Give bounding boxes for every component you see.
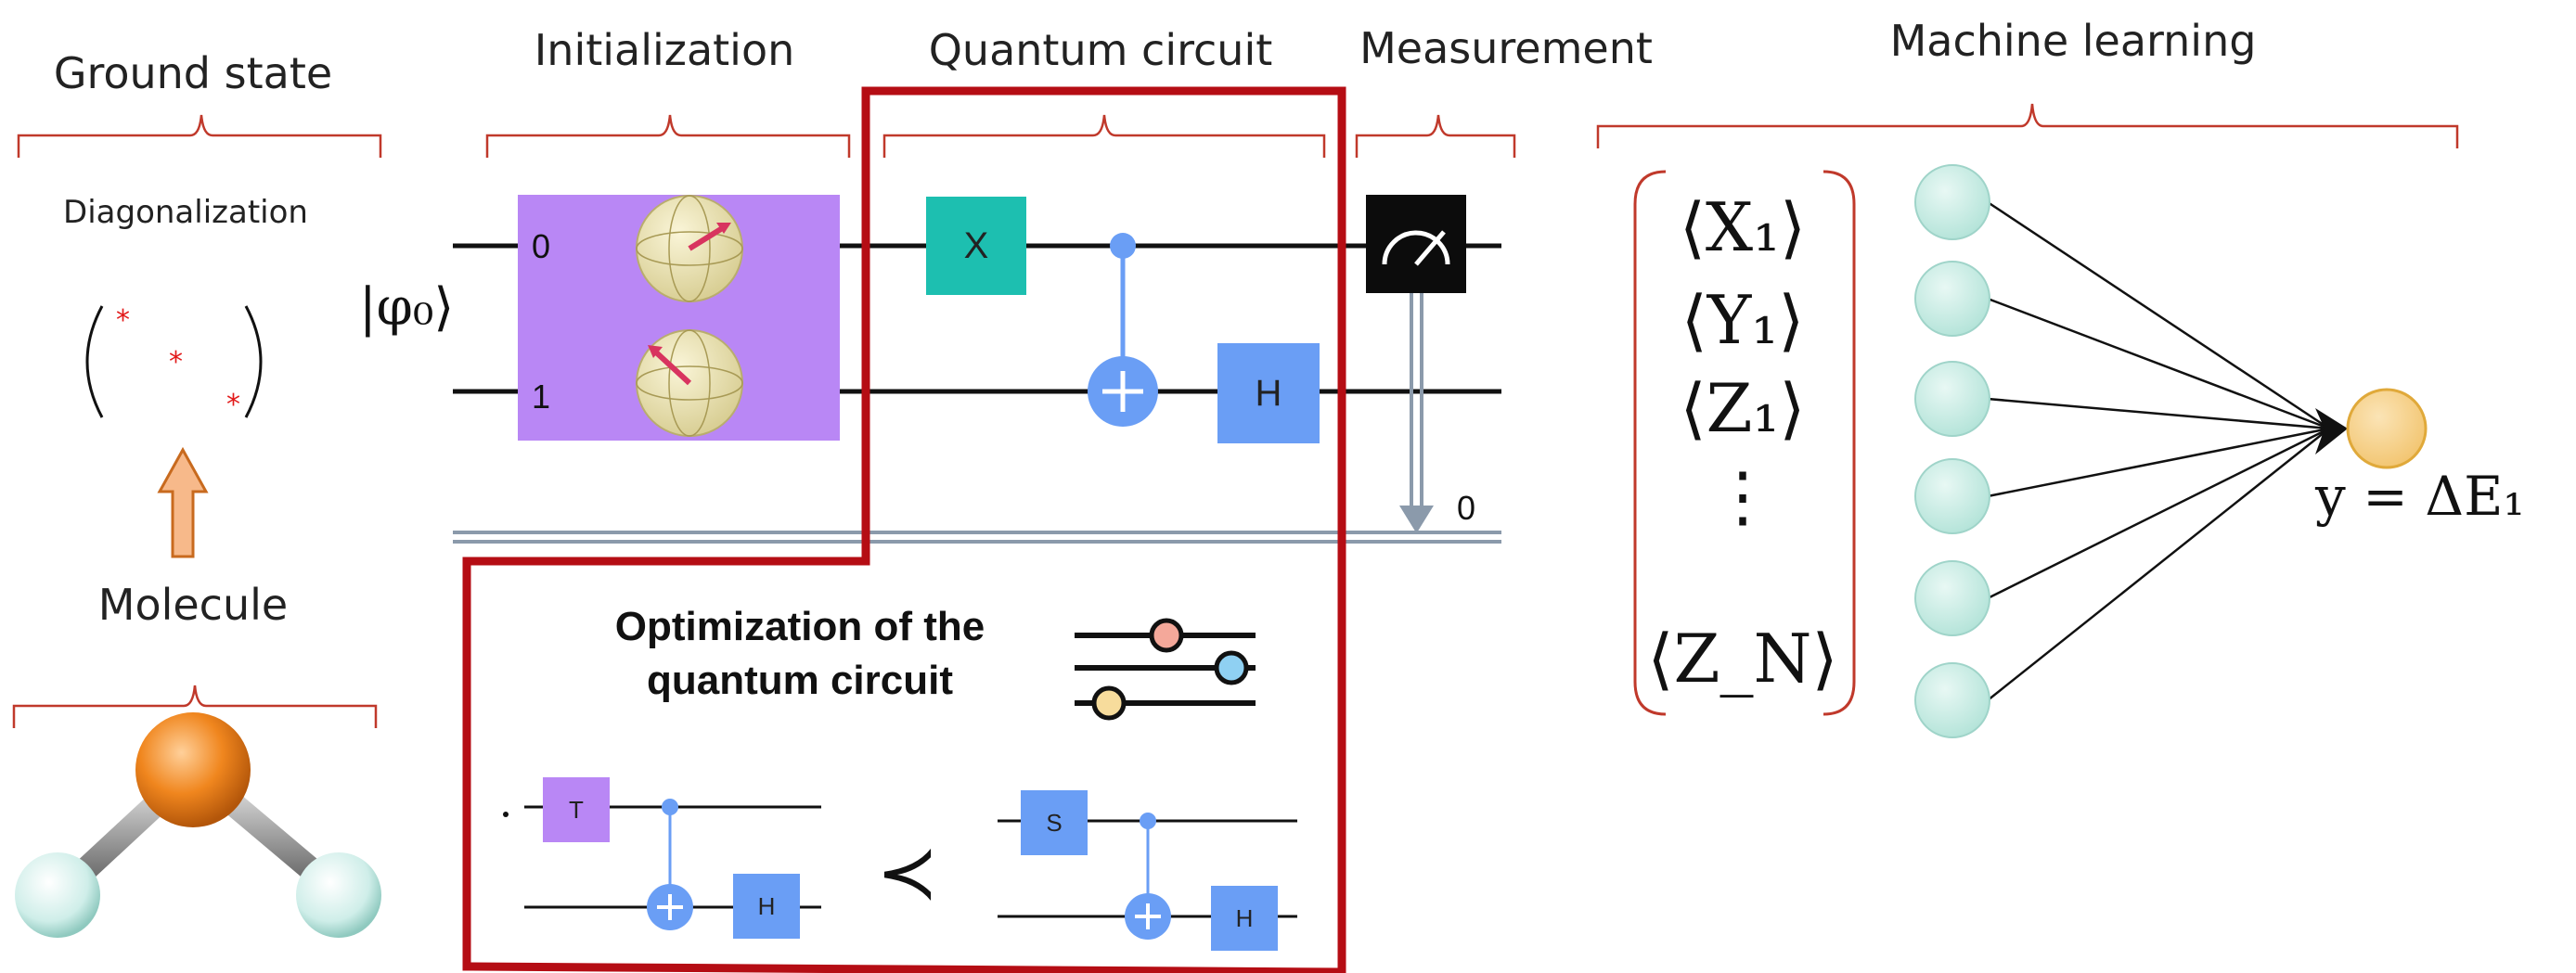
feature-y1: ⟨Y₁⟩ bbox=[1681, 281, 1805, 359]
feature-left-paren bbox=[1633, 170, 1667, 716]
input-node bbox=[1914, 361, 1990, 437]
feature-z1: ⟨Z₁⟩ bbox=[1680, 369, 1805, 447]
input-node bbox=[1914, 458, 1990, 534]
output-node bbox=[2346, 388, 2428, 469]
qubit-label-0: 0 bbox=[532, 227, 550, 265]
qubit-label-1: 1 bbox=[532, 378, 550, 416]
bloch-sphere-icon bbox=[636, 195, 743, 302]
feature-x1: ⟨X₁⟩ bbox=[1680, 188, 1806, 266]
optimization-title-line1: Optimization of the bbox=[615, 604, 985, 649]
title-machine-learning: Machine learning bbox=[1890, 16, 2257, 66]
optimization-title-line2: quantum circuit bbox=[647, 658, 953, 703]
h-gate-label: H bbox=[1256, 373, 1282, 414]
hydrogen-atom-left bbox=[15, 852, 100, 938]
feature-zn: ⟨Z_N⟩ bbox=[1647, 620, 1837, 698]
feature-dots: ⋮ bbox=[1709, 457, 1776, 535]
circuit-variant-b: S H bbox=[998, 790, 1297, 951]
precedes-symbol: ≺ bbox=[876, 829, 938, 915]
title-initialization: Initialization bbox=[535, 25, 795, 75]
central-atom bbox=[135, 712, 251, 827]
title-molecule: Molecule bbox=[98, 580, 288, 630]
matrix-entry-2: * bbox=[169, 346, 183, 378]
matrix-left-paren bbox=[85, 305, 104, 418]
x-gate bbox=[926, 197, 1026, 295]
molecule-illustration bbox=[15, 712, 381, 938]
matrix-right-paren bbox=[244, 305, 263, 418]
input-node bbox=[1914, 261, 1990, 337]
bloch-sphere-icon bbox=[636, 329, 743, 437]
feature-right-paren bbox=[1823, 170, 1856, 716]
section-braces bbox=[12, 103, 2459, 728]
s-gate-label: S bbox=[1046, 809, 1062, 837]
network-connections bbox=[1987, 200, 2330, 701]
input-node bbox=[1914, 662, 1990, 738]
diagonalization-label: Diagonalization bbox=[63, 194, 308, 231]
hydrogen-atom-right bbox=[296, 852, 381, 938]
brace-ground-state bbox=[17, 114, 382, 158]
title-quantum-circuit: Quantum circuit bbox=[929, 25, 1273, 75]
t-gate-label: T bbox=[569, 796, 584, 824]
s-gate bbox=[1021, 790, 1088, 855]
h-gate bbox=[1217, 343, 1320, 443]
output-label: y = ΔE₁ bbox=[2314, 465, 2525, 528]
brace-molecule bbox=[12, 685, 378, 728]
measurement-gate bbox=[1366, 195, 1466, 533]
x-gate-label: X bbox=[964, 225, 989, 266]
brace-initialization bbox=[485, 114, 851, 158]
input-layer bbox=[1914, 164, 1990, 738]
brace-quantum-circuit bbox=[882, 114, 1326, 158]
arrowhead-icon bbox=[2315, 408, 2348, 454]
h-gate-small bbox=[733, 874, 800, 939]
classical-wire bbox=[453, 531, 1501, 544]
classical-bit-label: 0 bbox=[1457, 489, 1475, 527]
t-gate bbox=[543, 777, 610, 842]
diagonal-matrix: * * * bbox=[85, 304, 263, 421]
h-gate-small-label: H bbox=[758, 892, 776, 920]
title-ground-state: Ground state bbox=[54, 48, 332, 98]
matrix-entry-1: * bbox=[116, 304, 130, 337]
h-gate-small bbox=[1211, 886, 1278, 951]
sliders-icon bbox=[1075, 618, 1256, 721]
matrix-entry-3: * bbox=[226, 389, 240, 421]
cnot-gate bbox=[1088, 233, 1158, 427]
brace-measurement bbox=[1355, 114, 1516, 158]
circuit-variant-a: T H bbox=[503, 777, 821, 939]
brace-machine-learning bbox=[1596, 103, 2459, 148]
cnot-control bbox=[1110, 233, 1136, 259]
quantum-circuit-highlight bbox=[462, 86, 1346, 973]
up-arrow-icon bbox=[157, 446, 209, 558]
initial-state-label: |φ₀⟩ bbox=[359, 277, 454, 338]
input-node bbox=[1914, 164, 1990, 240]
input-node bbox=[1914, 560, 1990, 636]
h-gate-small-label: H bbox=[1236, 904, 1254, 932]
title-measurement: Measurement bbox=[1359, 23, 1653, 73]
